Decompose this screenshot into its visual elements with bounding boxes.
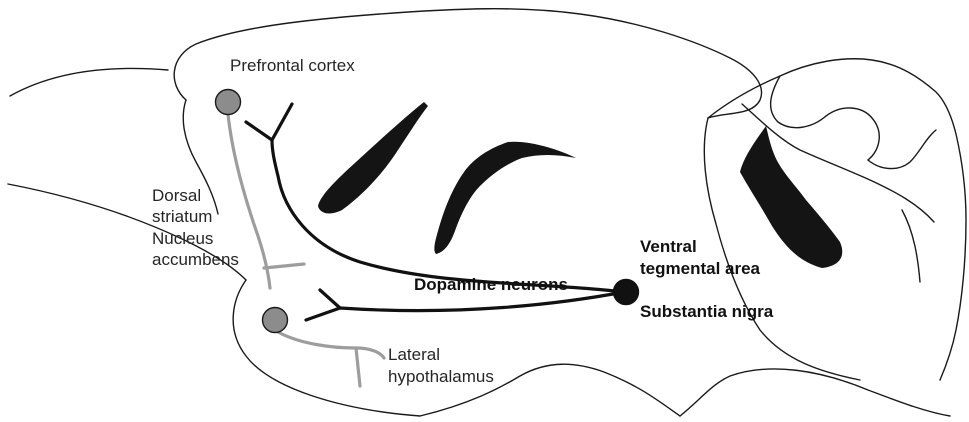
lateral-ventricle-shape xyxy=(318,102,428,213)
third-ventricle-shape xyxy=(434,142,576,254)
dopamine-neuron-cell-body[interactable] xyxy=(614,280,639,305)
hindbrain-base-outline xyxy=(680,369,950,416)
label-nucleus: Nucleus xyxy=(152,229,213,248)
cerebellum-folia-2 xyxy=(826,108,879,160)
fourth-ventricle-shape xyxy=(740,126,842,268)
secondary-pathways xyxy=(228,114,384,386)
prefrontal-terminal-branch-right xyxy=(272,104,292,140)
ventricles xyxy=(318,102,842,268)
label-lateral: Lateral xyxy=(388,345,440,364)
cerebellum-folia-5 xyxy=(902,210,920,282)
label-striatum: striatum xyxy=(152,207,212,226)
accumbens-terminal-branch-up xyxy=(320,290,340,308)
prefrontal-terminal-branch-left xyxy=(246,122,272,140)
cerebellum-folia-3 xyxy=(868,130,936,169)
label-dopamine-neurons: Dopamine neurons xyxy=(414,275,568,294)
striatum-terminal-branch xyxy=(264,264,304,268)
prefrontal-neuron-cell-body[interactable] xyxy=(216,90,241,115)
label-accumbens: accumbens xyxy=(152,250,239,269)
diagram-labels: Prefrontal cortex Dorsal striatum Nucleu… xyxy=(152,56,774,386)
label-hypothalamus: hypothalamus xyxy=(388,367,494,386)
label-prefrontal-cortex: Prefrontal cortex xyxy=(230,56,355,75)
accumbens-to-hypothalamus-pathway[interactable] xyxy=(278,332,384,358)
accumbens-terminal-branch-down xyxy=(306,308,340,320)
label-tegmental-area: tegmental area xyxy=(640,259,761,278)
label-ventral: Ventral xyxy=(640,237,697,256)
cerebellum-folia-1 xyxy=(771,76,826,128)
mesolimbic-pathway[interactable] xyxy=(340,292,624,311)
label-substantia-nigra: Substantia nigra xyxy=(640,302,774,321)
hypothalamus-terminal-branch xyxy=(356,348,360,386)
olfactory-bulb-upper-outline xyxy=(10,68,168,96)
accumbens-neuron-cell-body[interactable] xyxy=(263,308,288,333)
label-dorsal: Dorsal xyxy=(152,186,201,205)
cerebellum-outline xyxy=(708,59,966,380)
